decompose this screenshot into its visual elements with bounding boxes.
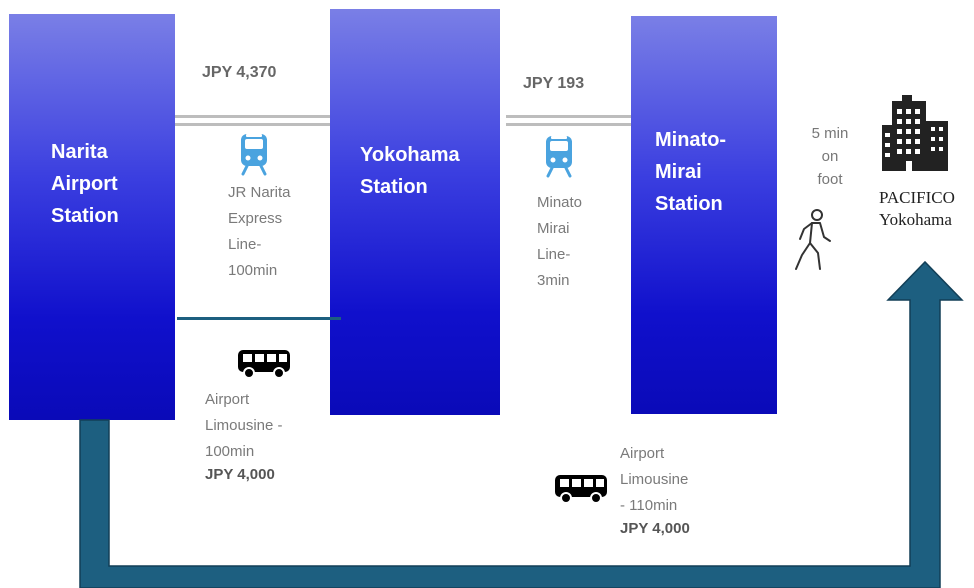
bus-icon: [555, 475, 607, 504]
destination-label: PACIFICO Yokohama: [879, 188, 955, 229]
narita-airport-station-block: Narita Airport Station: [9, 14, 175, 420]
office-building-icon: [882, 95, 948, 171]
limousine-pacifico-price: JPY 4,000: [620, 520, 690, 537]
minato-mirai-station-label: Minato- Mirai Station: [655, 129, 727, 215]
jr-rail-line-top: [175, 115, 330, 118]
minato-mirai-line-description: Minato Mirai Line- 3min: [537, 194, 583, 289]
limousine-yokohama-description: Airport Limousine - 100min: [205, 391, 283, 460]
yokohama-station-label: Yokohama Station: [360, 144, 460, 198]
limousine-connector-line: [177, 317, 341, 320]
jr-rail-line-bottom: [175, 123, 330, 126]
train-icon: [241, 134, 267, 176]
walking-person-icon: [795, 209, 831, 270]
jr-narita-description: JR Narita Express Line- 100min: [228, 184, 291, 279]
yokohama-station-block: Yokohama Station: [330, 9, 500, 415]
minato-rail-line-top: [506, 115, 631, 118]
walk-description: 5 min on foot: [811, 125, 849, 188]
narita-airport-station-label: Narita Airport Station: [51, 141, 119, 227]
bus-icon: [238, 350, 290, 379]
jr-narita-price: JPY 4,370: [202, 64, 277, 81]
minato-mirai-station-block: Minato- Mirai Station: [631, 16, 777, 414]
train-icon: [546, 136, 572, 178]
minato-mirai-line-price: JPY 193: [523, 75, 585, 92]
limousine-pacifico-description: Airport Limousine - 110min: [620, 445, 689, 514]
minato-rail-line-bottom: [506, 123, 631, 126]
limousine-yokohama-price: JPY 4,000: [205, 466, 275, 483]
